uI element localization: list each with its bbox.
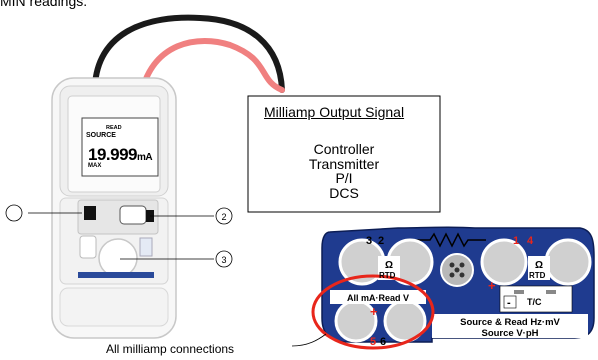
source-read-line1: Source & Read Hz·mV [460,317,560,328]
rtd-label-left: RTD [379,271,396,280]
screen-value: 19.999mA [88,145,153,165]
intro-text: MIN readings. [0,0,88,9]
callout-2-circle [215,207,233,225]
role-pi: P/I [335,170,353,186]
tc-minus: - [507,297,511,309]
terminal-4-label: 4 [527,235,534,247]
tc-minus-square [503,295,517,309]
screen-mode: SOURCE [86,132,116,139]
resistor-symbol [412,232,486,248]
screen-max: MAX [88,163,102,169]
signal-box-title: Milliamp Output Signal [264,104,405,120]
caption: All milliamp connections [106,342,235,356]
source-read-box [432,314,588,338]
caption-leader [291,333,327,347]
red-test-lead [137,37,285,103]
tc-plus: + [488,278,496,293]
terminal-1-label: 1 [513,235,519,247]
role-controller: Controller [313,141,375,157]
tc-label: T/C [527,297,542,307]
terminal-2-label: 2 [378,235,384,247]
black-test-lead [91,14,285,103]
rtd-plate-right [528,256,550,280]
mA-read-v-label: All mA·Read V [347,293,409,303]
mA-read-v-box [330,290,426,304]
terminal-5-label: 5 [370,336,376,348]
milliamp-connections-highlight [311,274,435,350]
rtd-plate-left [378,256,400,280]
calibrator-device [51,77,177,339]
signal-box [247,95,441,213]
terminal-6-label: 6 [380,336,386,348]
terminal-4 [544,238,592,286]
screen-unit: mA [137,152,153,163]
callout-3-label: 3 [221,255,226,265]
role-transmitter: Transmitter [308,155,380,172]
terminal-1 [480,238,528,286]
terminal-3-label: 3 [366,235,372,247]
callout-1-circle [5,204,23,222]
source-read-line2: Source V·pH [481,328,538,339]
terminal-panel: 3 2 1 4 Ω RTD Ω RTD + - T/C All mA·Read … [291,226,595,350]
screen-read: READ [106,125,122,131]
screen-number: 19.999 [88,145,138,164]
callout-3-circle [215,250,233,268]
ohm-right: Ω [535,260,543,271]
ohm-left: Ω [385,260,393,271]
mA-plus: + [370,304,378,319]
callout-2-label: 2 [221,212,226,222]
rtd-label-right: RTD [529,271,546,280]
signal-box-roles: Controller Transmitter P/I DCS [248,142,440,200]
role-dcs: DCS [329,184,359,201]
